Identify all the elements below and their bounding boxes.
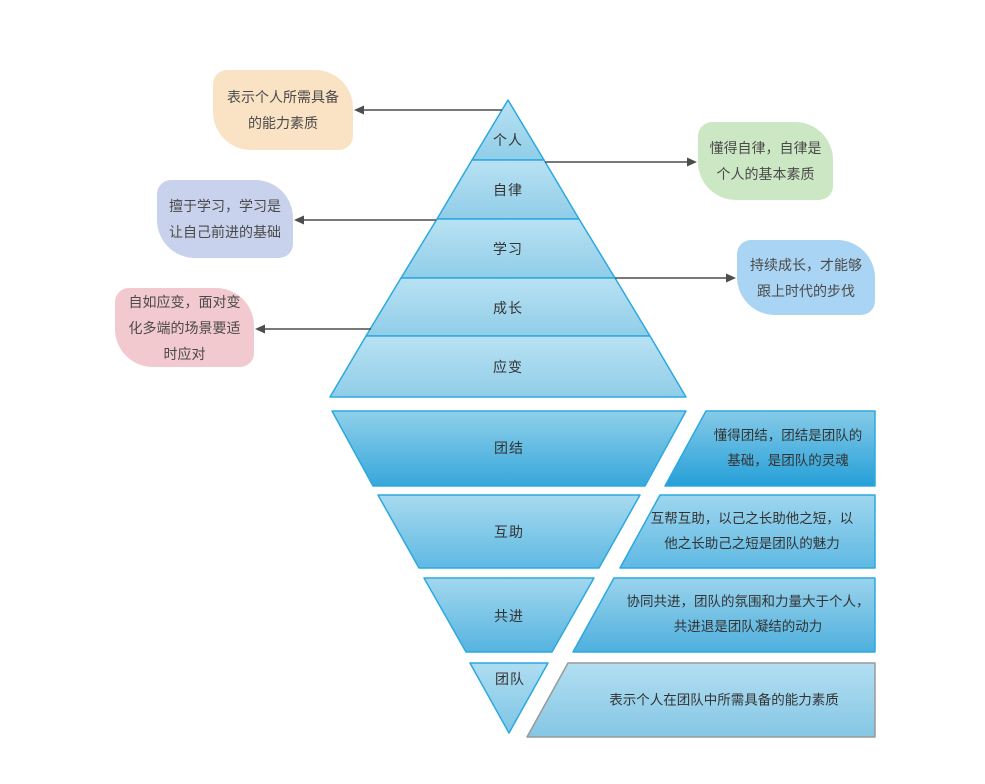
team-box-shape-jointprog (572, 577, 876, 653)
lower-level-label-team: 团队 (495, 671, 525, 687)
upper-level-shape-adapt (329, 335, 687, 398)
lower-level-label-unity: 团结 (494, 440, 524, 456)
team-box-text-mutualhelp: 互帮互助，以己之长助他之短，以 他之长助己之短是团队的魅力 (650, 511, 854, 551)
connector-adaptability (255, 324, 371, 334)
lower-level-label-mutualhelp: 互助 (494, 524, 524, 540)
arrowhead-left-icon (354, 105, 364, 115)
connector-growth (615, 273, 736, 283)
arrowhead-left-icon (294, 215, 304, 225)
callout-learning: 擅于学习，学习是 让自己前进的基础 (157, 180, 293, 258)
upper-level-label-growth: 成长 (493, 300, 523, 316)
lower-level-shape-unity (331, 410, 687, 487)
callout-adaptability: 自如应变，面对变 化多端的场景要适 时应对 (115, 288, 254, 367)
connector-individual (354, 105, 502, 115)
team-box-text-unity: 懂得团结，团结是团队的 基础，是团队的灵魂 (713, 428, 863, 468)
lower-level-shape-team (469, 662, 549, 734)
team-box-shape-note (526, 662, 876, 738)
lower-level-shape-mutualhelp (377, 494, 641, 569)
callout-individual: 表示个人所需具备 的能力素质 (213, 70, 353, 150)
lower-level-label-jointprog: 共进 (494, 608, 524, 624)
callout-growth: 持续成长，才能够 跟上时代的步伐 (737, 240, 875, 315)
connector-learning (294, 215, 436, 225)
arrowhead-left-icon (255, 324, 265, 334)
team-box-shape-mutualhelp (619, 494, 876, 569)
team-box-shape-unity (664, 410, 876, 487)
upper-level-label-learning: 学习 (493, 241, 523, 257)
upper-level-label-discipline: 自律 (493, 182, 523, 198)
connector-self-discipline (545, 157, 697, 167)
callout-self-discipline: 懂得自律，自律是 个人的基本素质 (698, 122, 833, 200)
team-box-text-note: 表示个人在团队中所需具备的能力素质 (609, 692, 839, 708)
upper-level-label-adapt: 应变 (493, 359, 523, 375)
lower-level-shape-jointprog (423, 577, 595, 653)
arrowhead-right-icon (687, 157, 697, 167)
team-box-text-jointprog: 协同共进，团队的氛围和力量大于个人， 共进退是团队凝结的动力 (626, 594, 870, 634)
upper-level-label-individual: 个人 (493, 132, 523, 148)
arrowhead-right-icon (726, 273, 736, 283)
